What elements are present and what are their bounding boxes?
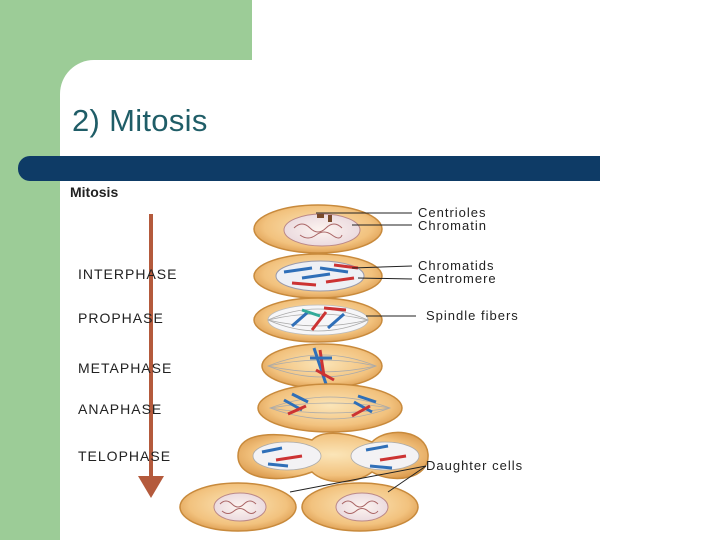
leader-chromatids xyxy=(351,265,413,269)
title-divider-bar xyxy=(18,156,600,181)
phase-interphase: INTERPHASE xyxy=(78,266,177,282)
cell-anaphase xyxy=(257,383,403,433)
phase-arrow-head xyxy=(138,476,164,498)
label-centrioles: Centrioles xyxy=(418,205,487,220)
label-centromere: Centromere xyxy=(418,271,497,286)
cell-telophase xyxy=(237,431,429,483)
leader-daughter-right xyxy=(387,465,427,493)
leader-daughter-left xyxy=(289,465,427,493)
cell-prophase xyxy=(253,253,383,299)
phase-telophase: TELOPHASE xyxy=(78,448,171,464)
label-chromatids: Chromatids xyxy=(418,258,494,273)
cell-interphase xyxy=(253,204,383,254)
cell-metaphase xyxy=(261,343,383,389)
label-spindle-fibers: Spindle fibers xyxy=(426,308,519,323)
daughter-cell-right xyxy=(301,482,419,532)
slide-title: 2) Mitosis xyxy=(72,103,208,138)
daughter-cell-left xyxy=(179,482,297,532)
diagram-heading: Mitosis xyxy=(70,184,118,200)
cell-spindle xyxy=(253,297,383,343)
phase-metaphase: METAPHASE xyxy=(78,360,172,376)
label-chromatin: Chromatin xyxy=(418,218,487,233)
leader-centromere xyxy=(357,277,413,280)
phase-anaphase: ANAPHASE xyxy=(78,401,162,417)
label-daughter-cells: Daughter cells xyxy=(426,458,523,473)
mitosis-diagram-svg: Mitosis INTERPHASE PROPHASE METAPHASE AN… xyxy=(70,184,523,532)
mitosis-diagram: Mitosis INTERPHASE PROPHASE METAPHASE AN… xyxy=(62,180,600,540)
phase-prophase: PROPHASE xyxy=(78,310,164,326)
